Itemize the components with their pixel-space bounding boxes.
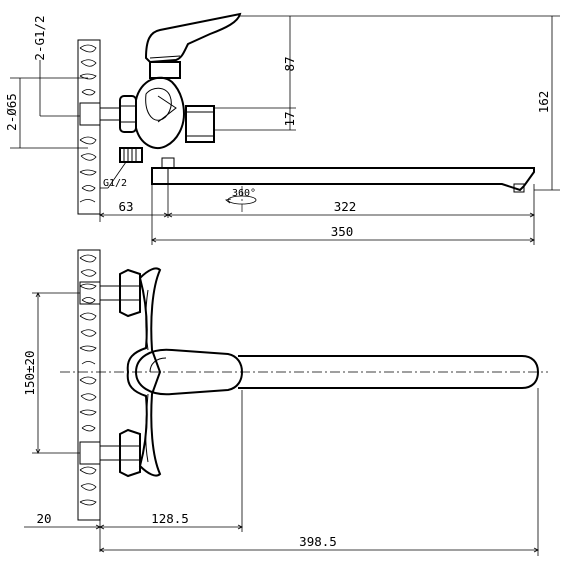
wall-section-top bbox=[77, 39, 101, 215]
handle-front bbox=[134, 348, 244, 396]
spout-front bbox=[238, 355, 540, 389]
spout-top bbox=[151, 167, 535, 193]
dim-center-distance: 150±20 bbox=[22, 350, 37, 395]
mixer-body-top bbox=[135, 76, 186, 149]
dim-overall-length: 350 bbox=[331, 224, 354, 239]
dim-thread-2x: 2-G1/2 bbox=[32, 15, 47, 60]
rotation-label: 360° bbox=[232, 188, 256, 199]
rotation-symbol: 360° bbox=[225, 186, 257, 212]
dim-thread-inlet: G1/2 bbox=[103, 178, 127, 189]
dim-wall-to-center: 63 bbox=[118, 199, 133, 214]
dim-handle-height: 87 bbox=[282, 56, 297, 71]
front-view-dimensions bbox=[24, 292, 539, 556]
handle-top bbox=[144, 12, 242, 79]
inlet-thread-top bbox=[119, 147, 175, 169]
dim-flange-diameter: 2-Ø65 bbox=[4, 93, 19, 131]
wall-section-front bbox=[77, 249, 101, 521]
side-view: 360° bbox=[4, 12, 560, 245]
dim-handle-projection: 128.5 bbox=[151, 511, 189, 526]
diverter-top bbox=[185, 105, 215, 143]
dim-height-total: 162 bbox=[536, 91, 551, 114]
dim-overall-projection: 398.5 bbox=[299, 534, 337, 549]
dim-outlet-offset: 17 bbox=[282, 111, 297, 126]
side-view-dimensions bbox=[10, 15, 560, 245]
front-view: 150±20 20 128.5 398.5 bbox=[22, 249, 548, 556]
dim-spout-length: 322 bbox=[334, 199, 357, 214]
dim-wall-gap: 20 bbox=[36, 511, 51, 526]
mixer-body-front bbox=[126, 267, 162, 477]
